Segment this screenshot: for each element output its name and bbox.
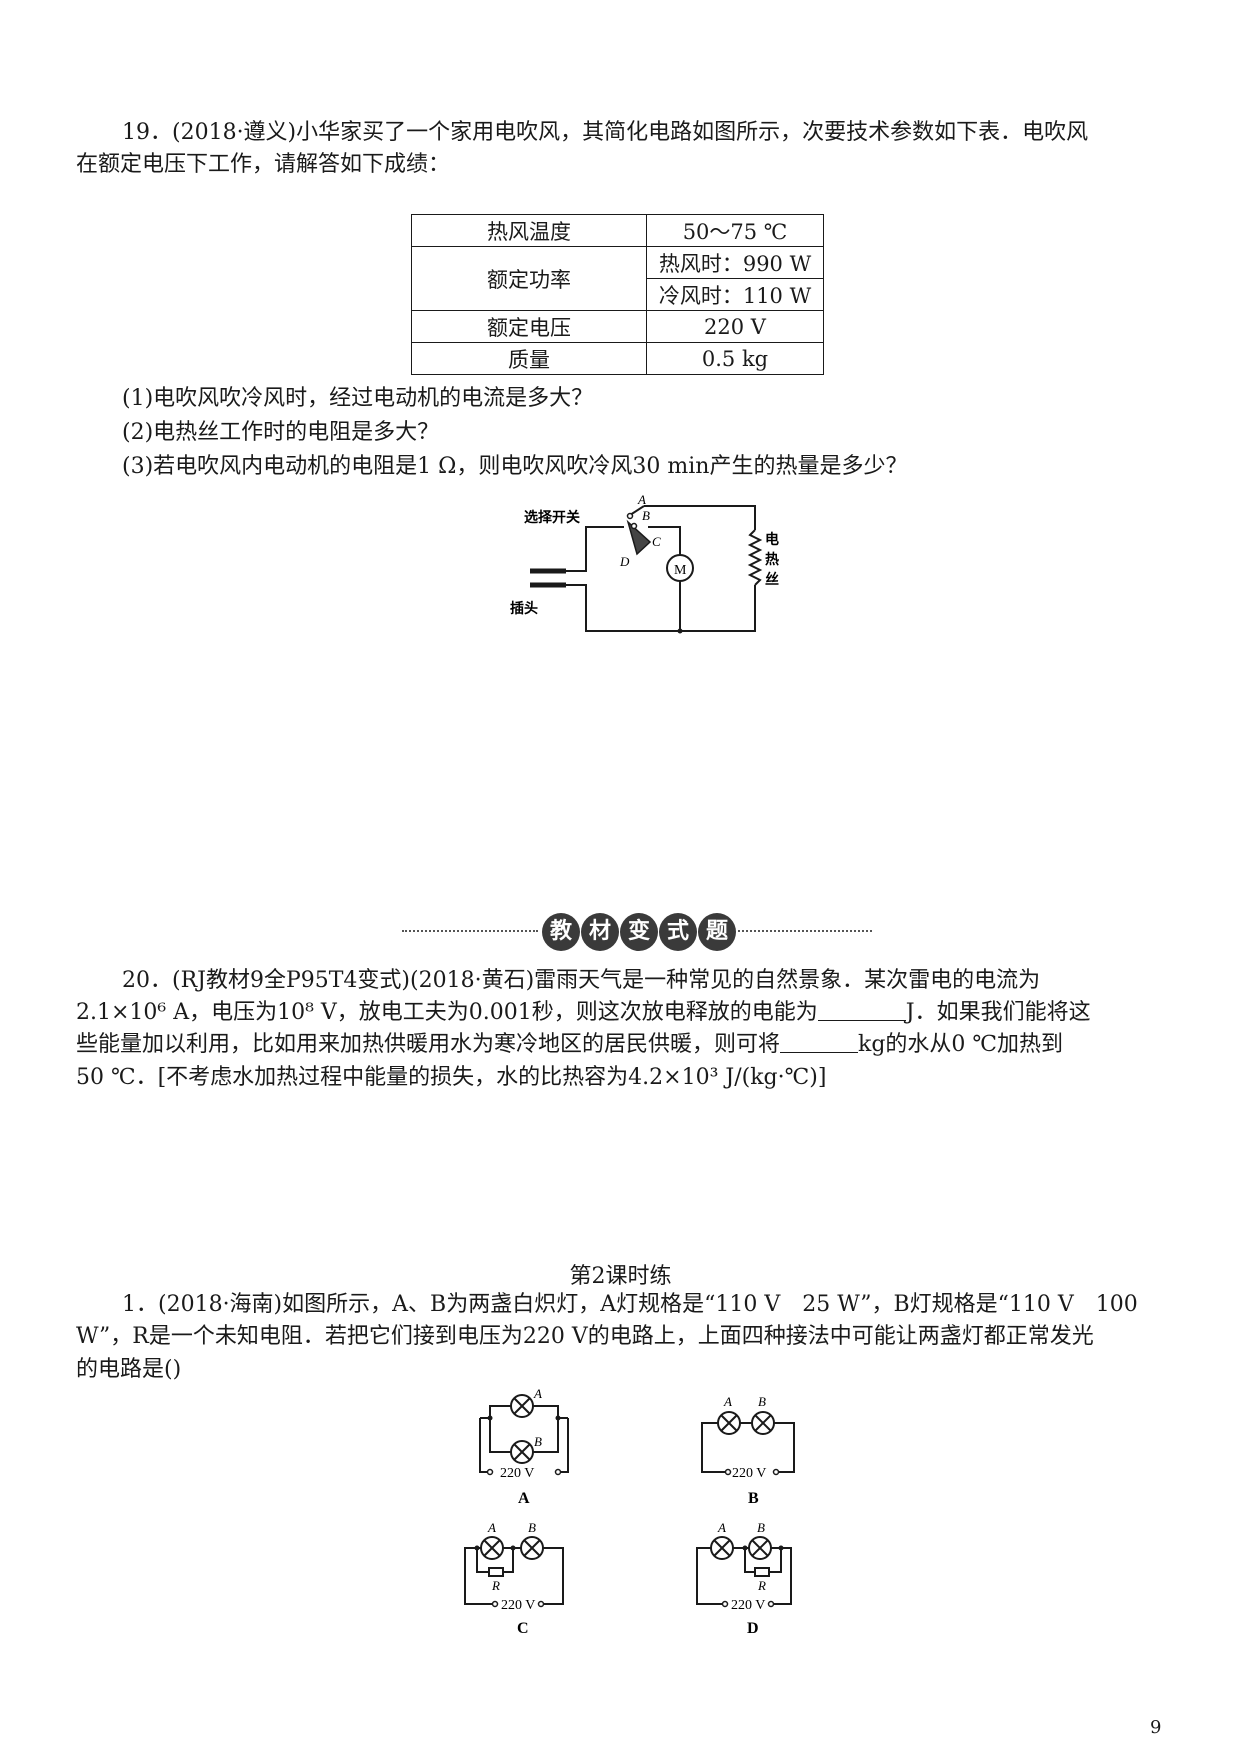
circuit-option-b: A B 220 V B	[701, 1394, 795, 1507]
cell-power-hot: 热风时：990 W	[646, 246, 824, 279]
plug-label: 插头	[510, 600, 538, 617]
cell-power-cold: 冷风时：110 W	[646, 278, 824, 311]
banner-char-3: 变	[620, 913, 658, 951]
banner-char-4: 式	[659, 913, 697, 951]
section-title: 第2课时练	[569, 1264, 672, 1289]
cell-rated-voltage-value: 220 V	[646, 310, 824, 343]
q20-blank-energy[interactable]	[817, 998, 906, 1021]
opt-c-resistor-label: R	[491, 1578, 500, 1593]
q19-sub1: (1)电吹风吹冷风时，经过电动机的电流是多大？	[122, 386, 594, 411]
heater-label-2: 热	[765, 551, 779, 568]
lamp-b-icon	[520, 1536, 544, 1560]
hair-dryer-circuit: 选择开关 插头 M 电 热 丝 A B C D	[510, 492, 779, 634]
opt-c-label: C	[517, 1620, 529, 1637]
cell-mass-label: 质量	[411, 342, 647, 375]
lamp-b-icon	[510, 1440, 534, 1464]
circuit-option-d: A B R 220 V D	[696, 1520, 792, 1637]
resistor-icon	[488, 1567, 504, 1577]
banner-dots-left	[402, 930, 538, 932]
lamp-a-icon	[480, 1536, 504, 1560]
q20-blank-mass[interactable]	[780, 1030, 859, 1053]
circuit-option-c: A B R 220 V C	[464, 1520, 564, 1637]
lamp-a-icon	[717, 1411, 741, 1435]
switch-c-label: C	[652, 534, 661, 549]
q20-line3-b: kg的水从0 ℃加热到	[858, 1032, 1064, 1057]
opt-d-voltage: 220 V	[731, 1598, 765, 1613]
switch-terminal-a	[626, 512, 634, 520]
q20-line3: 些能量加以利用，比如用来加热供暖用水为寒冷地区的居民供暖，则可将 kg的水从0 ℃…	[76, 1030, 1063, 1060]
opt-c-voltage: 220 V	[501, 1598, 535, 1613]
switch-label: 选择开关	[524, 509, 580, 526]
q20-line4: 50 ℃．[不考虑水加热过程中能量的损失，水的比热容为4.2×10³ J/(kg…	[76, 1065, 827, 1090]
cell-hot-temp-label: 热风温度	[411, 214, 647, 247]
wire-bottom	[566, 584, 756, 632]
q1-line2: W”，R是一个未知电阻．若把它们接到电压为220 V的电路上，上面四种接法中可能…	[76, 1324, 1094, 1349]
q19-sub3: (3)若电吹风内电动机的电阻是1 Ω，则电吹风吹冷风30 min产生的热量是多少…	[122, 454, 908, 479]
opt-a-label: A	[518, 1490, 530, 1507]
q19-line1: 19．(2018·遵义)小华家买了一个家用电吹风，其简化电路如图所示，次要技术参…	[122, 120, 1089, 145]
switch-terminal-b	[630, 522, 638, 530]
opt-d-label: D	[747, 1620, 759, 1637]
opt-c-lamp-a-label: A	[487, 1520, 496, 1535]
wire-to-motor	[648, 526, 681, 555]
opt-b-label: B	[748, 1490, 759, 1507]
opt-b-lamp-b-label: B	[758, 1394, 766, 1409]
switch-b-label: B	[642, 508, 650, 523]
q20-line3-a: 些能量加以利用，比如用来加热供暖用水为寒冷地区的居民供暖，则可将	[76, 1032, 781, 1057]
circuit-option-a: A B 220 V A	[479, 1388, 569, 1507]
opt-b-voltage: 220 V	[732, 1466, 766, 1481]
q20-line2: 2.1×10⁶ A，电压为10⁸ V，放电工夫为0.001秒，则这次放电释放的电…	[76, 998, 1091, 1028]
opt-d-lamp-b-label: B	[757, 1520, 765, 1535]
lamp-a-icon	[510, 1394, 534, 1418]
switch-a-label: A	[637, 492, 646, 507]
q19-line2: 在额定电压下工作，请解答如下成绩：	[76, 152, 451, 177]
opt-a-voltage: 220 V	[500, 1466, 534, 1481]
cell-rated-power-label: 额定功率	[411, 246, 647, 311]
spec-table: 热风温度 50～75 ℃ 额定功率 热风时：990 W 冷风时：110 W 额定…	[411, 214, 824, 375]
opt-a-lamp-a-label: A	[533, 1388, 542, 1401]
page-number: 9	[1150, 1717, 1162, 1738]
junction-dot	[677, 628, 683, 634]
opt-b-lamp-a-label: A	[723, 1394, 732, 1409]
heater-zigzag	[747, 529, 763, 586]
heater-label-1: 电	[765, 531, 779, 548]
opt-a-lamp-b-label: B	[534, 1434, 542, 1449]
cell-hot-temp-value: 50～75 ℃	[646, 214, 824, 247]
resistor-icon	[754, 1567, 770, 1577]
wire-top-right	[644, 505, 756, 530]
opt-d-resistor-label: R	[757, 1578, 766, 1593]
q1-line3: 的电路是()	[76, 1357, 182, 1382]
q20-line2-b: J．如果我们能将这	[905, 1000, 1091, 1025]
switch-d-label: D	[619, 554, 630, 569]
q20-line2-a: 2.1×10⁶ A，电压为10⁸ V，放电工夫为0.001秒，则这次放电释放的电…	[76, 1000, 818, 1025]
banner-dots-right	[738, 930, 872, 932]
cell-rated-voltage-label: 额定电压	[411, 310, 647, 343]
banner-char-1: 教	[542, 913, 580, 951]
lamp-b-icon	[748, 1536, 772, 1560]
motor-label: M	[674, 563, 687, 578]
banner-char-5: 题	[698, 913, 736, 951]
wire-top-left	[566, 526, 624, 572]
opt-c-lamp-b-label: B	[528, 1520, 536, 1535]
switch-triangle	[626, 519, 652, 556]
q20-line1: 20．(RJ教材9全P95T4变式)(2018·黄石)雷雨天气是一种常见的自然景…	[122, 968, 1041, 993]
banner-char-2: 材	[581, 913, 619, 951]
opt-d-lamp-a-label: A	[717, 1520, 726, 1535]
lamp-b-icon	[751, 1411, 775, 1435]
q19-sub2: (2)电热丝工作时的电阻是多大？	[122, 420, 440, 445]
lamp-a-icon	[710, 1536, 734, 1560]
q1-line1: 1．(2018·海南)如图所示，A、B为两盏白炽灯，A灯规格是“110 V 25…	[122, 1292, 1138, 1317]
cell-mass-value: 0.5 kg	[646, 342, 824, 375]
heater-label-3: 丝	[765, 571, 779, 588]
switch-arm	[629, 505, 645, 516]
